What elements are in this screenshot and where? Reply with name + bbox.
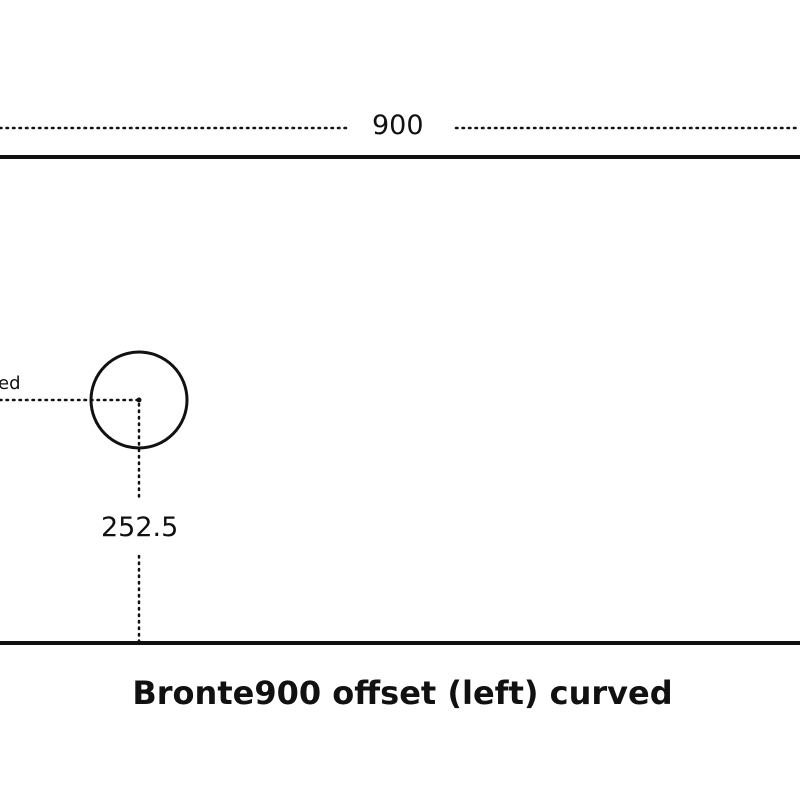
width-dimension-label: 900 [372, 110, 424, 141]
offset-dimension-label: 252.5 [101, 512, 179, 543]
tap-hole-center [136, 397, 142, 403]
side-label-partial: ed [0, 373, 21, 394]
diagram-caption: Bronte900 offset (left) curved [132, 674, 673, 712]
